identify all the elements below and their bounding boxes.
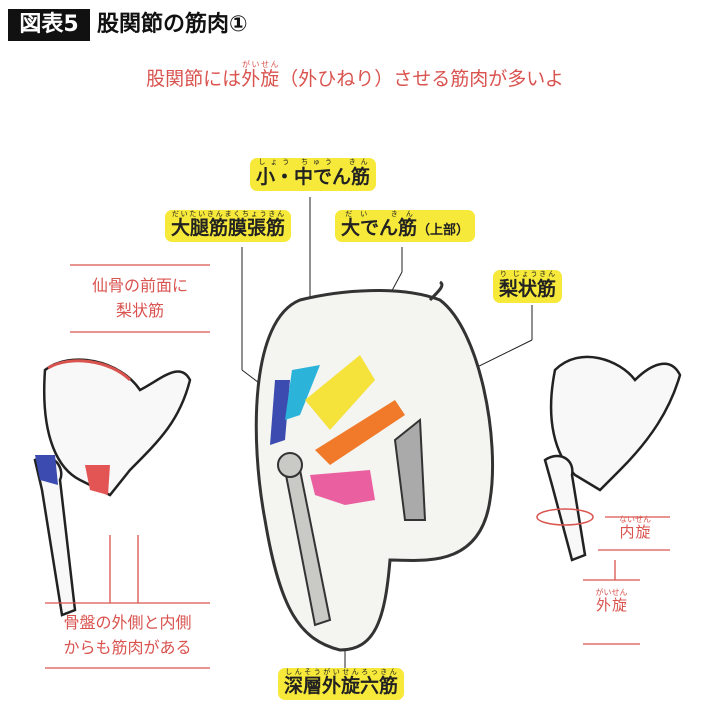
muscles-center <box>270 355 405 505</box>
note-pelvis: 骨盤の外側と内側からも筋肉がある <box>63 613 192 657</box>
figure-badge: 図表5 <box>8 9 90 41</box>
label-external-rotation: 外旋がいせん <box>595 588 628 614</box>
subtitle-text-end: （外ひねり）させる筋肉が多いよ <box>279 68 564 90</box>
subtitle-text: 股関節には <box>146 68 242 90</box>
muscle-gluteus-max <box>305 355 375 430</box>
muscle-piriformis <box>315 400 405 465</box>
label-tfl: 大腿筋膜張筋だいたいきんまくちょうきん <box>165 210 292 242</box>
red-callout-lines <box>45 264 670 669</box>
femur-center <box>277 417 427 627</box>
page-title: 股関節の筋肉① <box>97 12 248 37</box>
muscle-deep-six <box>310 470 375 505</box>
subtitle-ruby: 外旋がいせん <box>241 60 280 90</box>
muscle-gluteus-min-med <box>285 365 320 420</box>
label-deep-six: 深層外旋六筋しんそうがいせんろっきん <box>278 668 405 700</box>
label-internal-rotation: 内旋ないせん <box>619 515 651 541</box>
pelvis-right <box>536 355 682 562</box>
note-sacrum: 仙骨の前面に梨状筋 <box>91 276 188 320</box>
muscle-tfl <box>270 380 290 445</box>
pelvis-left <box>33 358 192 617</box>
label-gluteus-max: 大でん筋だい きん（上部） <box>335 210 476 242</box>
label-piriformis: 梨状筋り じょうきん <box>493 270 563 303</box>
label-gluteus-min-med: 小・中でん筋しょう ちゅう きん <box>250 158 377 191</box>
subtitle: 股関節には外旋がいせん（外ひねり）させる筋肉が多いよ <box>0 60 710 91</box>
